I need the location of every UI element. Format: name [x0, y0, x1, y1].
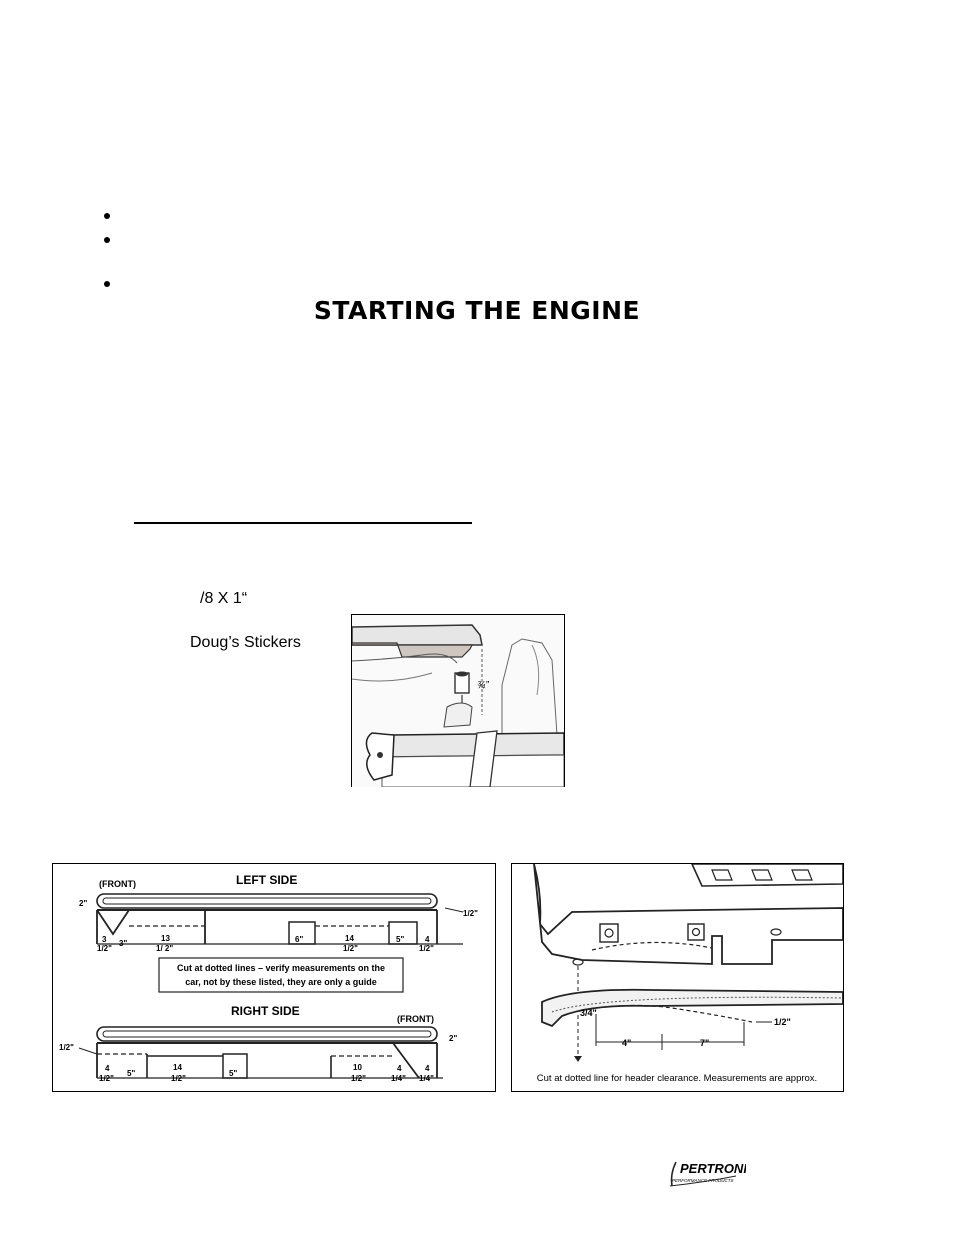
- right-dim-4d-a: 4: [425, 1064, 430, 1073]
- left-dim-13-b: 1/ 2": [156, 944, 173, 953]
- front-label-top: (FRONT): [99, 879, 136, 889]
- front-label-bottom: (FRONT): [397, 1014, 434, 1024]
- spacer-dimension-label: ¾”: [477, 680, 489, 691]
- right-dim-5in-b: 5": [229, 1069, 237, 1078]
- cut-note-line1: Cut at dotted lines – verify measurement…: [177, 963, 385, 973]
- spacer-figure: ¾”: [351, 614, 565, 787]
- section-heading: STARTING THE ENGINE: [313, 296, 641, 325]
- pertronix-logo: PERTRONIX PERFORMANCE PRODUCTS: [666, 1158, 757, 1190]
- right-dim-14-a: 14: [173, 1063, 182, 1072]
- cut-diagram-illustration: LEFT SIDE (FRONT) 2" 1/2" 3 1/2" 3" 13 1…: [59, 873, 478, 1083]
- bullet-3: [104, 281, 110, 287]
- left-side-title: LEFT SIDE: [236, 873, 297, 887]
- header-clearance-illustration: 3/4" 1/2" 4" 7" Cut at dotted line for h…: [533, 864, 843, 1084]
- header-dim-7: 7": [700, 1038, 709, 1048]
- logo-tagline: PERFORMANCE PRODUCTS: [672, 1178, 734, 1183]
- logo-brand: PERTRONIX: [680, 1161, 746, 1176]
- right-dim-half: 1/2": [59, 1043, 74, 1052]
- underline-rule: [134, 522, 472, 524]
- right-side-title: RIGHT SIDE: [231, 1004, 300, 1018]
- left-dim-3in: 3": [119, 939, 127, 948]
- header-dim-4: 4": [622, 1038, 631, 1048]
- left-dim-2in: 2": [79, 899, 87, 908]
- header-dim-34: 3/4": [580, 1008, 597, 1018]
- right-dim-4-a: 4: [105, 1064, 110, 1073]
- right-dim-2in: 2": [449, 1034, 457, 1043]
- left-dim-14-b: 1/2": [343, 944, 358, 953]
- left-dim-5in: 5": [396, 935, 404, 944]
- right-dim-10-a: 10: [353, 1063, 362, 1072]
- right-dim-10-b: 1/2": [351, 1074, 366, 1083]
- sticker-label: Doug’s Stickers: [190, 634, 301, 651]
- header-caption: Cut at dotted line for header clearance.…: [537, 1073, 817, 1084]
- cut-diagram-figure: LEFT SIDE (FRONT) 2" 1/2" 3 1/2" 3" 13 1…: [52, 863, 496, 1092]
- left-dim-13-a: 13: [161, 934, 170, 943]
- bullet-2: [104, 237, 110, 243]
- right-dim-4c-a: 4: [397, 1064, 402, 1073]
- left-dim-14-a: 14: [345, 934, 354, 943]
- left-dim-half: 1/2": [463, 909, 478, 918]
- header-dim-half: 1/2": [774, 1017, 791, 1027]
- right-dim-4c-b: 1/4": [391, 1074, 406, 1083]
- right-dim-4d-b: 1/4": [419, 1074, 434, 1083]
- right-dim-14-b: 1/2": [171, 1074, 186, 1083]
- spacer-size-text: /8 X 1“: [200, 590, 248, 607]
- left-dim-6in: 6": [295, 935, 303, 944]
- cut-note-line2: car, not by these listed, they are only …: [185, 977, 377, 987]
- left-dim-3-b: 1/2": [97, 944, 112, 953]
- right-dim-5in-a: 5": [127, 1069, 135, 1078]
- left-dim-3-a: 3: [102, 935, 107, 944]
- bullet-1: [104, 213, 110, 219]
- header-clearance-figure: 3/4" 1/2" 4" 7" Cut at dotted line for h…: [511, 863, 844, 1092]
- spacer-illustration: ¾”: [352, 615, 564, 787]
- right-dim-4-b: 1/2": [99, 1074, 114, 1083]
- left-dim-4-a: 4: [425, 935, 430, 944]
- left-dim-4-b: 1/2": [419, 944, 434, 953]
